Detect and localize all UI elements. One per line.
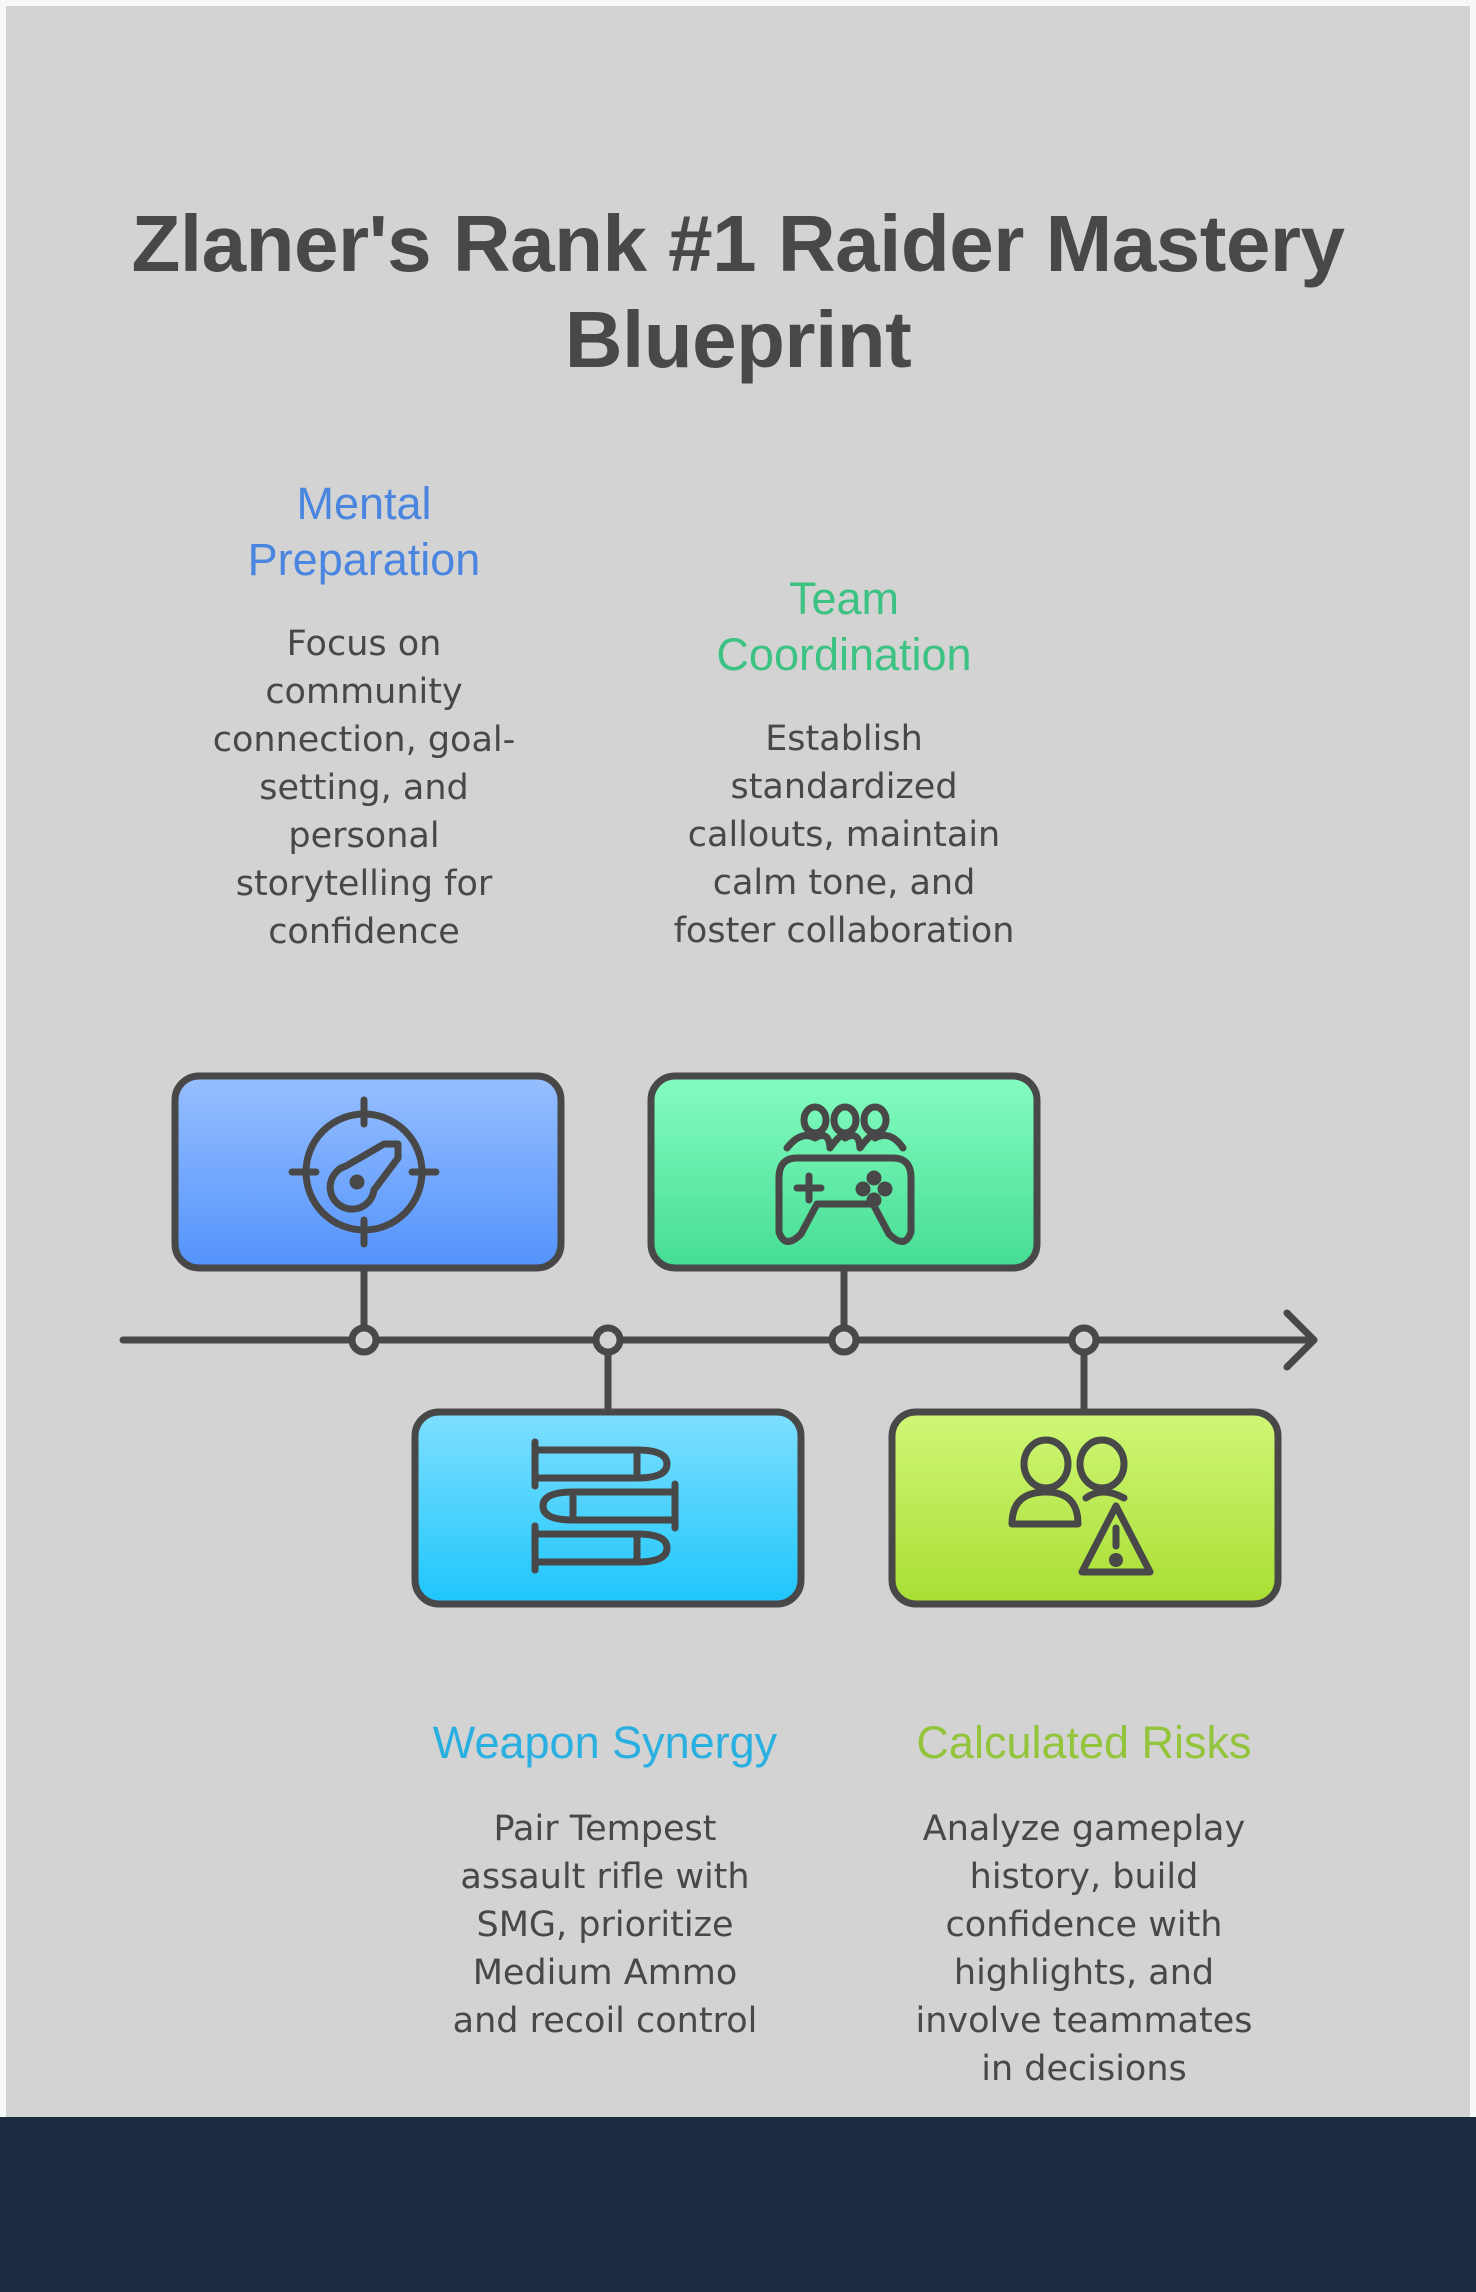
- body-line: Medium Ammo: [472, 1953, 738, 1993]
- step-body-mental-preparation: Focus on community connection, goal- set…: [213, 620, 516, 956]
- body-line: highlights, and: [953, 1953, 1215, 1993]
- body-line: Focus on: [286, 624, 442, 664]
- body-line: Pair Tempest: [493, 1809, 717, 1849]
- body-line: history, build: [969, 1857, 1199, 1897]
- body-line: setting, and: [259, 768, 469, 808]
- body-line: community: [265, 672, 463, 712]
- team-gamepad-icon: [775, 1103, 915, 1245]
- heading-line: Coordination: [716, 629, 972, 680]
- heading-line: Preparation: [247, 534, 481, 585]
- body-line: confidence: [268, 912, 460, 952]
- step-body-weapon-synergy: Pair Tempest assault rifle with SMG, pri…: [453, 1805, 758, 2045]
- step-heading-team-coordination: Team Coordination: [716, 571, 971, 683]
- heading-line: Mental: [296, 478, 432, 529]
- people-warning-icon: [1008, 1436, 1154, 1576]
- body-line: Analyze gameplay: [922, 1809, 1246, 1849]
- body-line: calm tone, and: [712, 863, 976, 903]
- timeline-node-1: [348, 1324, 380, 1356]
- step-body-calculated-risks: Analyze gameplay history, build confiden…: [916, 1805, 1253, 2093]
- step-heading-weapon-synergy: Weapon Synergy: [433, 1715, 777, 1771]
- step-heading-calculated-risks: Calculated Risks: [916, 1715, 1251, 1771]
- step-box-team-coordination: [647, 1072, 1041, 1272]
- step-box-mental-preparation: [171, 1072, 565, 1272]
- body-line: foster collaboration: [673, 911, 1015, 951]
- body-line: in decisions: [981, 2049, 1187, 2089]
- body-line: Establish: [765, 719, 923, 759]
- footer-bar: [0, 2117, 1476, 2292]
- body-line: involve teammates: [915, 2001, 1253, 2041]
- bullets-icon: [531, 1438, 679, 1574]
- body-line: storytelling for: [235, 864, 493, 904]
- body-line: connection, goal-: [212, 720, 516, 760]
- page-title: Zlaner's Rank #1 Raider Mastery Blueprin…: [100, 196, 1376, 388]
- timeline-node-3: [828, 1324, 860, 1356]
- body-line: SMG, prioritize: [476, 1905, 734, 1945]
- timeline-node-2: [592, 1324, 624, 1356]
- heading-line: Team: [788, 573, 900, 624]
- timeline-node-4: [1068, 1324, 1100, 1356]
- body-line: assault rifle with: [460, 1857, 750, 1897]
- body-line: and recoil control: [452, 2001, 758, 2041]
- title-line-2: Blueprint: [564, 295, 912, 384]
- step-body-team-coordination: Establish standardized callouts, maintai…: [674, 715, 1015, 955]
- heading-line: Weapon Synergy: [432, 1717, 778, 1768]
- body-line: standardized: [730, 767, 958, 807]
- step-box-weapon-synergy: [411, 1408, 805, 1608]
- target-gauge-icon: [288, 1096, 440, 1248]
- title-line-1: Zlaner's Rank #1 Raider Mastery: [131, 199, 1345, 288]
- arrow-right-icon: [1283, 1309, 1318, 1371]
- body-line: callouts, maintain: [687, 815, 1001, 855]
- body-line: personal: [288, 816, 440, 856]
- body-line: confidence with: [945, 1905, 1223, 1945]
- heading-line: Calculated Risks: [916, 1717, 1252, 1768]
- infographic-panel: [6, 6, 1470, 2117]
- step-box-calculated-risks: [888, 1408, 1282, 1608]
- step-heading-mental-preparation: Mental Preparation: [248, 476, 481, 588]
